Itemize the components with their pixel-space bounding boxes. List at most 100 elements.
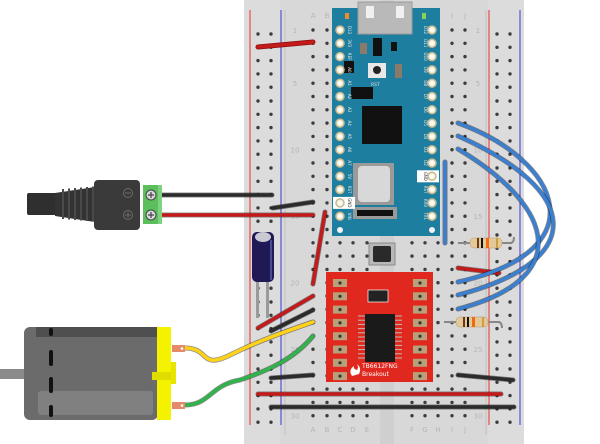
chip-small (373, 38, 382, 56)
breadboard-hole (450, 307, 454, 311)
breadboard-hole (463, 54, 467, 59)
nano-pin-label: D8 (423, 80, 428, 86)
breadboard-hole (311, 347, 315, 351)
breadboard-hole (450, 241, 454, 245)
rail-hole (508, 206, 512, 210)
rail-hole (495, 99, 499, 103)
column-letter: J (463, 12, 466, 20)
rail-hole (508, 139, 512, 143)
driver-label-line1: TB6612FNG (361, 363, 398, 370)
nano-pin-label: D12 (423, 26, 428, 35)
rail-hole (269, 85, 273, 89)
nano-pin-label: D2 (423, 160, 428, 166)
push-button-cap[interactable] (373, 246, 391, 262)
breadboard-hole (410, 254, 414, 258)
rail-hole (269, 313, 273, 317)
resistor-1 (458, 236, 515, 249)
rail-hole (508, 166, 512, 170)
breadboard-hole (450, 174, 454, 178)
breadboard-hole (325, 161, 329, 165)
motor-terminal (172, 402, 185, 409)
breadboard-hole (351, 400, 355, 405)
wire-blue-arc-2 (456, 134, 555, 297)
nano-pin-label: 5V (347, 174, 352, 180)
breadboard-hole (436, 400, 440, 405)
chip-regulator (351, 87, 373, 99)
breadboard-hole (450, 94, 454, 99)
breadboard-hole (365, 387, 369, 391)
rail-hole (256, 206, 260, 210)
crystal-module-top (358, 166, 390, 202)
grip-ridge (62, 189, 64, 219)
rail-hole (256, 407, 260, 411)
column-letter: F (410, 426, 414, 434)
breadboard-hole (311, 227, 315, 232)
breadboard-hole (450, 281, 454, 285)
breadboard-hole (311, 174, 315, 178)
breadboard-hole (311, 414, 315, 418)
pin-hole (338, 94, 342, 99)
pin-hole (430, 108, 434, 112)
pin-hole (338, 214, 342, 218)
breadboard-hole (436, 294, 440, 298)
breadboard-hole (351, 414, 355, 418)
rail-hole (508, 32, 512, 36)
row-number: 25 (474, 346, 483, 354)
nano-pin-label: A2 (347, 94, 352, 100)
breadboard-hole (311, 360, 315, 365)
pin-hole (430, 28, 434, 32)
row-number: 1 (293, 27, 297, 35)
resistor-2 (444, 316, 503, 329)
pin-hole (430, 68, 434, 72)
breadboard-hole (463, 174, 467, 178)
rail-hole (508, 246, 512, 250)
driver-pin-hole (338, 347, 342, 352)
rail-hole (508, 85, 512, 89)
breadboard-hole (325, 134, 329, 139)
rail-hole (269, 420, 273, 424)
breadboard-hole (463, 28, 467, 32)
breadboard-hole (436, 267, 440, 272)
row-number: 5 (476, 80, 480, 88)
breadboard-hole (423, 254, 427, 258)
breadboard-hole (463, 334, 467, 338)
chip-small (344, 61, 354, 73)
column-letter: J (463, 426, 466, 434)
grip-ridge (80, 187, 82, 221)
breadboard-hole (450, 68, 454, 72)
nano-pin-label: 3V3 (347, 39, 352, 47)
nano-pin-label: GND (347, 198, 352, 207)
resistor-band (477, 238, 479, 248)
rail-hole (508, 152, 512, 156)
push-button[interactable] (368, 242, 396, 266)
nano-pin-label: REF (347, 53, 352, 61)
breadboard-hole (325, 41, 329, 45)
rail-hole (495, 313, 499, 317)
capacitor-top (255, 232, 271, 242)
wire-black-rail-to-driver (269, 308, 315, 333)
row-number: 1 (476, 27, 480, 35)
capacitor-stripe (270, 240, 272, 280)
pin-hole (430, 188, 434, 192)
nano-pin-label: D6 (423, 107, 428, 113)
breadboard-hole (325, 28, 329, 32)
rail-hole (508, 393, 512, 398)
column-letter: B (325, 12, 330, 20)
breadboard-hole (325, 414, 329, 418)
breadboard-hole (338, 241, 342, 245)
breadboard-hole (450, 294, 454, 298)
reset-button-cap[interactable] (373, 66, 381, 74)
row-number: 10 (474, 147, 483, 155)
breadboard-hole (450, 374, 454, 378)
rail-hole (256, 166, 260, 170)
breadboard-hole (463, 108, 467, 112)
dc-jack-tip (27, 193, 57, 215)
breadboard-hole (463, 400, 467, 405)
driver-pin-hole (418, 347, 422, 352)
rail-hole (495, 32, 499, 36)
pin-hole (338, 174, 342, 178)
breadboard-hole (311, 28, 315, 32)
breadboard-hole (311, 54, 315, 59)
driver-pin-hole (338, 294, 342, 298)
